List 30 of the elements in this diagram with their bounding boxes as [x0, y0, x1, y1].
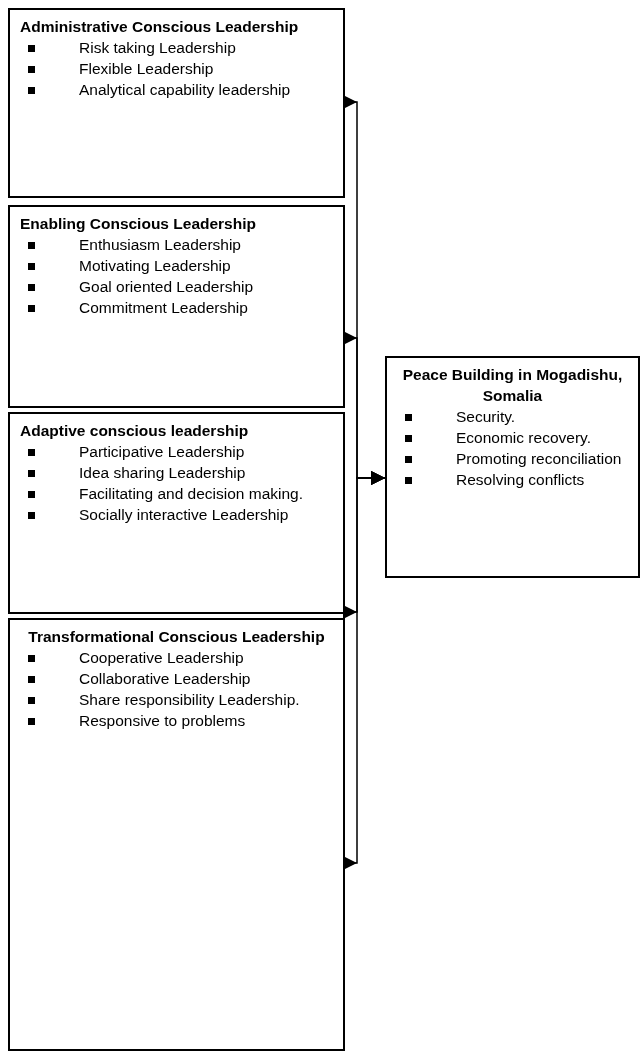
bullet-text: Goal oriented Leadership — [79, 277, 255, 297]
box-heading: Peace Building in Mogadishu, Somalia — [401, 365, 624, 406]
bullet-text: Enthusiasm Leadership — [79, 235, 242, 255]
text-box — [8, 8, 345, 198]
box-heading: Adaptive conscious leadership — [20, 421, 250, 441]
bullet-text: Facilitating and decision making. — [79, 484, 304, 504]
bullet-text: Share responsibility Leadership. — [79, 690, 301, 710]
bullet-text: Resolving conflicts — [456, 470, 586, 490]
bullet-text: Analytical capability leadership — [79, 80, 292, 100]
bullet-text: Motivating Leadership — [79, 256, 232, 276]
text-box — [8, 618, 345, 1051]
box-heading: Transformational Conscious Leadership — [27, 627, 326, 647]
bullet-text: Security. — [456, 407, 517, 427]
bullet-text: Commitment Leadership — [79, 298, 249, 318]
bullet-text: Economic recovery. — [456, 428, 592, 448]
text-box — [385, 356, 640, 578]
bullet-text: Flexible Leadership — [79, 59, 215, 79]
arrow — [343, 471, 386, 870]
bullet-text: Risk taking Leadership — [79, 38, 237, 58]
bullet-text: Participative Leadership — [79, 442, 246, 462]
box-heading: Enabling Conscious Leadership — [20, 214, 257, 234]
text-box — [8, 205, 345, 408]
bullet-text: Responsive to problems — [79, 711, 247, 731]
bullet-text: Promoting reconciliation — [456, 449, 623, 469]
bullet-text: Collaborative Leadership — [79, 669, 252, 689]
text-box — [8, 412, 345, 614]
box-heading: Administrative Conscious Leadership — [20, 17, 300, 37]
bullet-text: Idea sharing Leadership — [79, 463, 247, 483]
bullet-text: Socially interactive Leadership — [79, 505, 290, 525]
bullet-text: Cooperative Leadership — [79, 648, 245, 668]
